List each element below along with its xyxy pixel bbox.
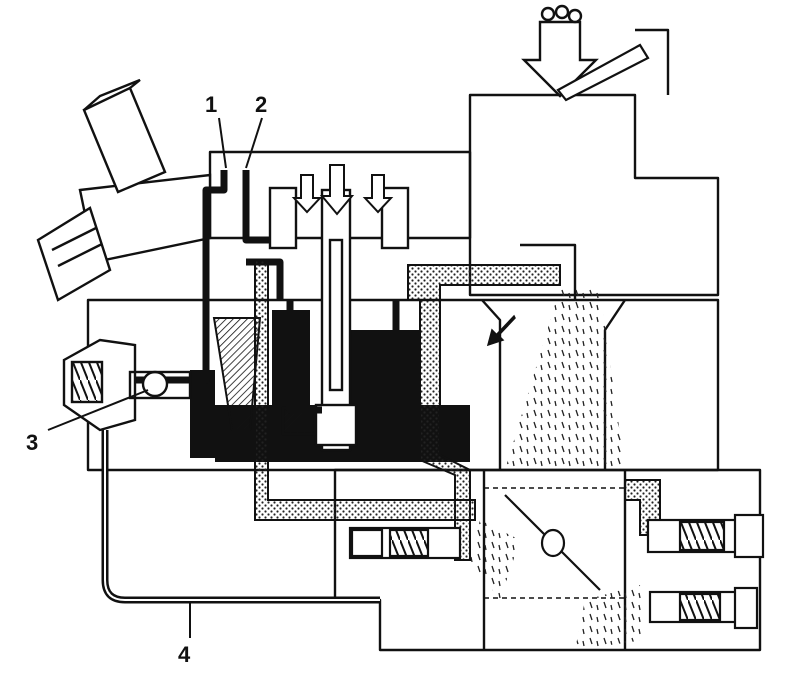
main-nozzle-passage: [407, 264, 561, 301]
throttle-spray: [470, 520, 520, 600]
choke-lever: [556, 43, 650, 102]
enrichment-screw: [348, 526, 462, 560]
idle-spray: [575, 585, 645, 650]
callout-1: 1: [205, 92, 217, 117]
bypass-passage: [254, 259, 476, 521]
float: [212, 317, 262, 431]
fuel-spray: [505, 288, 625, 470]
callout-1-leader: [218, 117, 227, 169]
fuel-passages: [130, 170, 400, 414]
idle-speed-screw: [648, 586, 759, 630]
callout-3-leader: [47, 389, 149, 431]
throttle-valve: [504, 494, 601, 591]
callout-2-leader: [245, 117, 263, 169]
air-flow-arrow: [486, 314, 516, 347]
callout-3: 3: [26, 430, 38, 455]
pump-valve: [62, 338, 192, 432]
idle-mixture-screw: [646, 513, 765, 559]
air-bleed-arrows: [291, 164, 394, 216]
callout-4: 4: [178, 642, 191, 667]
callout-2: 2: [255, 92, 267, 117]
callout-leaders: [47, 117, 263, 638]
fuel-inlet-fitting: [36, 78, 212, 302]
jet-assembly: [268, 186, 410, 452]
